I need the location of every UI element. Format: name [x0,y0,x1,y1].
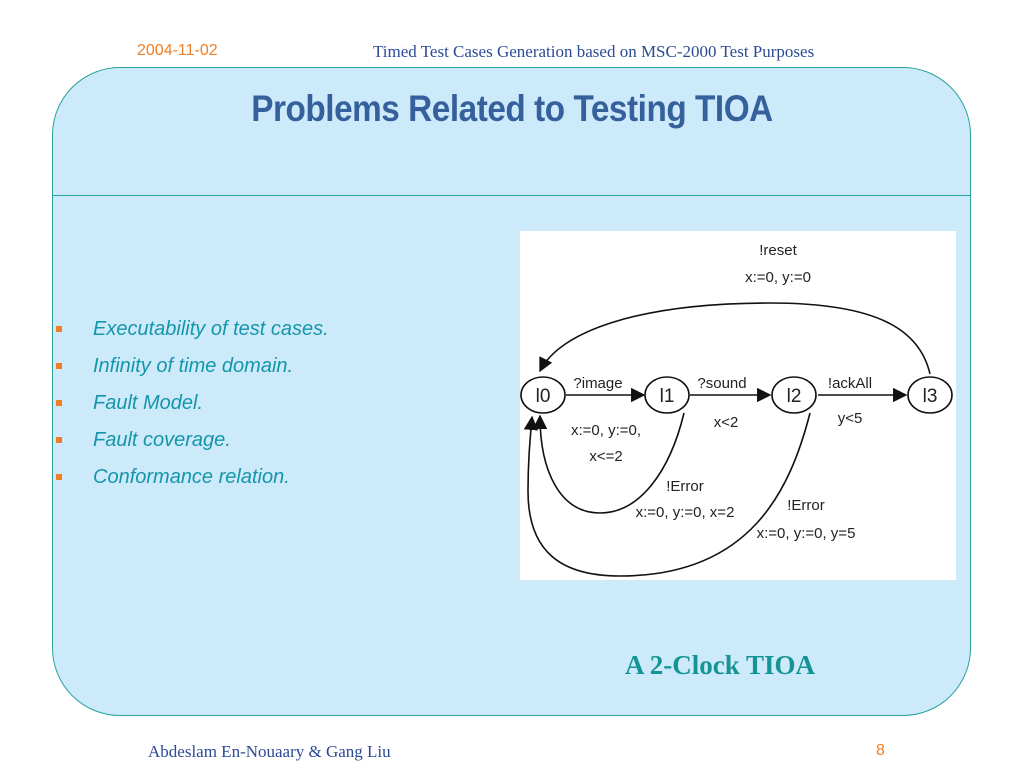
state-l3: l3 [907,376,953,414]
label-error2-update: x:=0, y:=0, y=5 [757,525,856,542]
bullet-marker-icon [56,474,62,480]
label-error1-update: x:=0, y:=0, x=2 [636,504,735,521]
bullet-text: Conformance relation. [93,466,290,488]
page-number: 8 [876,742,885,759]
bullet-item: Fault coverage. [56,425,329,462]
header-date: 2004-11-02 [137,42,218,59]
bullet-item: Executability of test cases. [56,314,329,351]
label-error2-action: !Error [787,497,825,514]
label-sound-guard: x<2 [714,414,739,431]
state-l0: l0 [520,376,566,414]
state-l0-label: l0 [536,386,551,407]
state-l1: l1 [644,376,690,414]
label-reset-action: !reset [759,242,797,259]
title-divider [52,195,971,196]
slide-title: Problems Related to Testing TIOA [251,88,773,129]
figure-caption: A 2-Clock TIOA [625,650,816,680]
label-ackall-guard: y<5 [838,410,863,427]
label-image-action: ?image [573,375,622,392]
bullet-marker-icon [56,363,62,369]
bullet-item: Infinity of time domain. [56,351,329,388]
edge-error-2 [523,412,811,577]
edge-error-1 [532,412,685,514]
state-l2-label: l2 [787,386,802,407]
bullet-item: Fault Model. [56,388,329,425]
bullet-text: Fault coverage. [93,429,231,451]
label-image-guard: x<=2 [589,448,622,465]
header-title: Timed Test Cases Generation based on MSC… [373,42,815,61]
bullet-marker-icon [56,400,62,406]
label-error1-action: !Error [666,478,704,495]
footer-authors: Abdeslam En-Nouaary & Gang Liu [148,742,391,761]
bullet-text: Executability of test cases. [93,318,329,340]
state-l3-label: l3 [923,386,938,407]
bullet-text: Fault Model. [93,392,204,414]
bullet-marker-icon [56,437,62,443]
label-sound-action: ?sound [697,375,746,392]
edge-reset [539,302,931,375]
bullet-marker-icon [56,326,62,332]
label-image-update: x:=0, y:=0, [571,422,641,439]
tioa-diagram: l0 l1 l2 l3 !reset x:=0, y:=0 ?image x:=… [520,231,956,580]
label-ackall-action: !ackAll [828,375,872,392]
state-l1-label: l1 [660,386,675,407]
state-l2: l2 [771,376,817,414]
bullet-list: Executability of test cases. Infinity of… [56,314,329,499]
bullet-item: Conformance relation. [56,462,329,499]
bullet-text: Infinity of time domain. [93,355,294,377]
label-reset-update: x:=0, y:=0 [745,269,811,286]
tioa-diagram-svg: l0 l1 l2 l3 !reset x:=0, y:=0 ?image x:=… [520,242,953,577]
